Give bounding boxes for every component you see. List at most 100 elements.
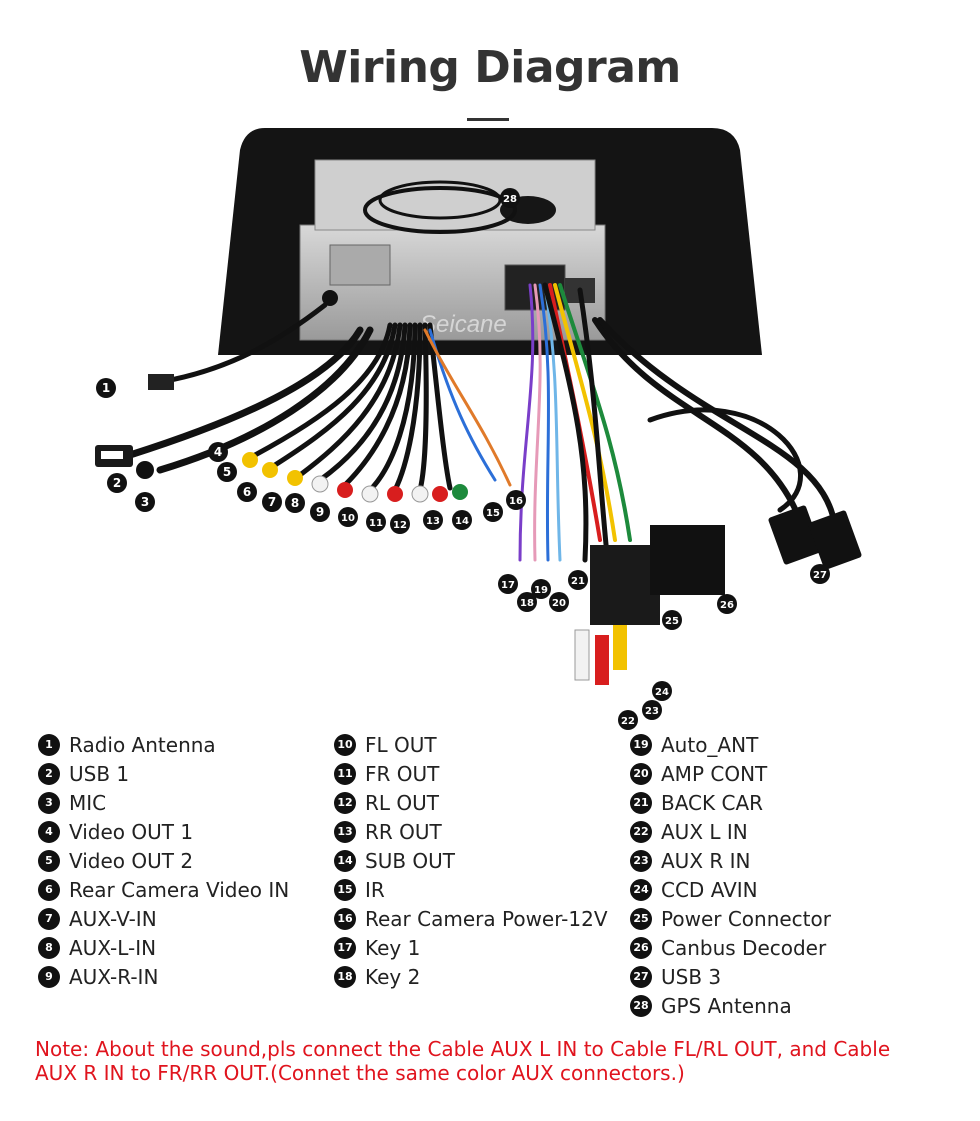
legend-item: 3 MIC — [38, 788, 289, 817]
legend-number-badge: 5 — [38, 849, 60, 872]
usb3-plug-b — [808, 510, 862, 570]
callout-16: 16 — [506, 490, 526, 510]
svg-text:25: 25 — [665, 616, 679, 627]
svg-text:7: 7 — [268, 495, 276, 509]
callout-2: 2 — [107, 473, 127, 493]
callout-23: 23 — [642, 700, 662, 720]
legend-number-badge: 12 — [334, 791, 356, 814]
callout-20: 20 — [549, 592, 569, 612]
callout-24: 24 — [652, 681, 672, 701]
legend-item: 27 USB 3 — [630, 962, 831, 991]
callout-5: 5 — [217, 462, 237, 482]
svg-text:5: 5 — [223, 465, 231, 479]
callout-13: 13 — [423, 510, 443, 530]
svg-text:20: 20 — [552, 598, 566, 609]
legend-item: 16 Rear Camera Power-12V — [334, 904, 608, 933]
legend-label: Video OUT 2 — [69, 848, 194, 873]
svg-text:18: 18 — [520, 598, 534, 609]
legend-label: MIC — [69, 790, 107, 815]
legend-number-badge: 2 — [38, 762, 60, 785]
legend-number-badge: 16 — [334, 907, 356, 930]
legend-number-badge: 21 — [630, 791, 652, 814]
legend-number-badge: 3 — [38, 791, 60, 814]
legend-number-badge: 17 — [334, 936, 356, 959]
legend-label: Rear Camera Video IN — [69, 877, 290, 902]
legend-label: AUX-L-IN — [69, 935, 157, 960]
callout-25: 25 — [662, 610, 682, 630]
svg-text:10: 10 — [341, 513, 355, 524]
callout-3: 3 — [135, 492, 155, 512]
svg-text:22: 22 — [621, 716, 635, 727]
svg-text:28: 28 — [503, 194, 517, 205]
svg-text:13: 13 — [426, 516, 440, 527]
callout-26: 26 — [717, 594, 737, 614]
legend-number-badge: 20 — [630, 762, 652, 785]
usb3-plug-a — [768, 505, 822, 565]
callout-4: 4 — [208, 442, 228, 462]
mic-plug — [136, 461, 154, 479]
wiring-diagram-illustration: Seicane — [95, 128, 862, 730]
legend-number-badge: 22 — [630, 820, 652, 843]
legend-label: FR OUT — [365, 761, 440, 786]
legend-label: Rear Camera Power-12V — [365, 906, 608, 931]
svg-text:9: 9 — [316, 505, 324, 519]
legend-item: 6 Rear Camera Video IN — [38, 875, 289, 904]
legend-number-badge: 6 — [38, 878, 60, 901]
legend-label: USB 1 — [69, 761, 130, 786]
callout-11: 11 — [366, 512, 386, 532]
svg-text:8: 8 — [291, 496, 299, 510]
legend-label: BACK CAR — [661, 790, 764, 815]
svg-text:11: 11 — [369, 518, 383, 529]
callout-22: 22 — [618, 710, 638, 730]
legend-number-badge: 11 — [334, 762, 356, 785]
callout-10: 10 — [338, 507, 358, 527]
svg-text:21: 21 — [571, 576, 585, 587]
legend-item: 5 Video OUT 2 — [38, 846, 289, 875]
callout-1: 1 — [96, 378, 116, 398]
legend-item: 12 RL OUT — [334, 788, 608, 817]
legend-label: FL OUT — [365, 732, 437, 757]
svg-text:16: 16 — [509, 496, 523, 507]
power-connector — [590, 545, 660, 625]
svg-text:26: 26 — [720, 600, 734, 611]
brand-watermark: Seicane — [420, 311, 507, 338]
svg-text:19: 19 — [534, 585, 548, 596]
connector-plugs — [95, 374, 862, 685]
note-text: Note: About the sound,pls connect the Ca… — [35, 1037, 891, 1085]
legend-number-badge: 7 — [38, 907, 60, 930]
legend-item: 21 BACK CAR — [630, 788, 831, 817]
svg-text:2: 2 — [113, 476, 121, 490]
legend-label: USB 3 — [661, 964, 722, 989]
legend-label: Key 2 — [365, 964, 421, 989]
legend-number-badge: 18 — [334, 965, 356, 988]
legend-item: 2 USB 1 — [38, 759, 289, 788]
legend-label: RL OUT — [365, 790, 439, 815]
svg-text:17: 17 — [501, 580, 515, 591]
callout-9: 9 — [310, 502, 330, 522]
legend-number-badge: 27 — [630, 965, 652, 988]
legend-label: Auto_ANT — [661, 732, 759, 757]
legend-label: Video OUT 1 — [69, 819, 194, 844]
legend-label: Power Connector — [661, 906, 831, 931]
svg-text:27: 27 — [813, 570, 827, 581]
legend-number-badge: 1 — [38, 733, 60, 756]
head-unit-frame — [218, 128, 762, 355]
svg-text:3: 3 — [141, 495, 149, 509]
callout-19: 19 — [531, 579, 551, 599]
callout-18: 18 — [517, 592, 537, 612]
legend-label: AUX R IN — [661, 848, 751, 873]
legend-label: AUX-R-IN — [69, 964, 159, 989]
callout-7: 7 — [262, 492, 282, 512]
